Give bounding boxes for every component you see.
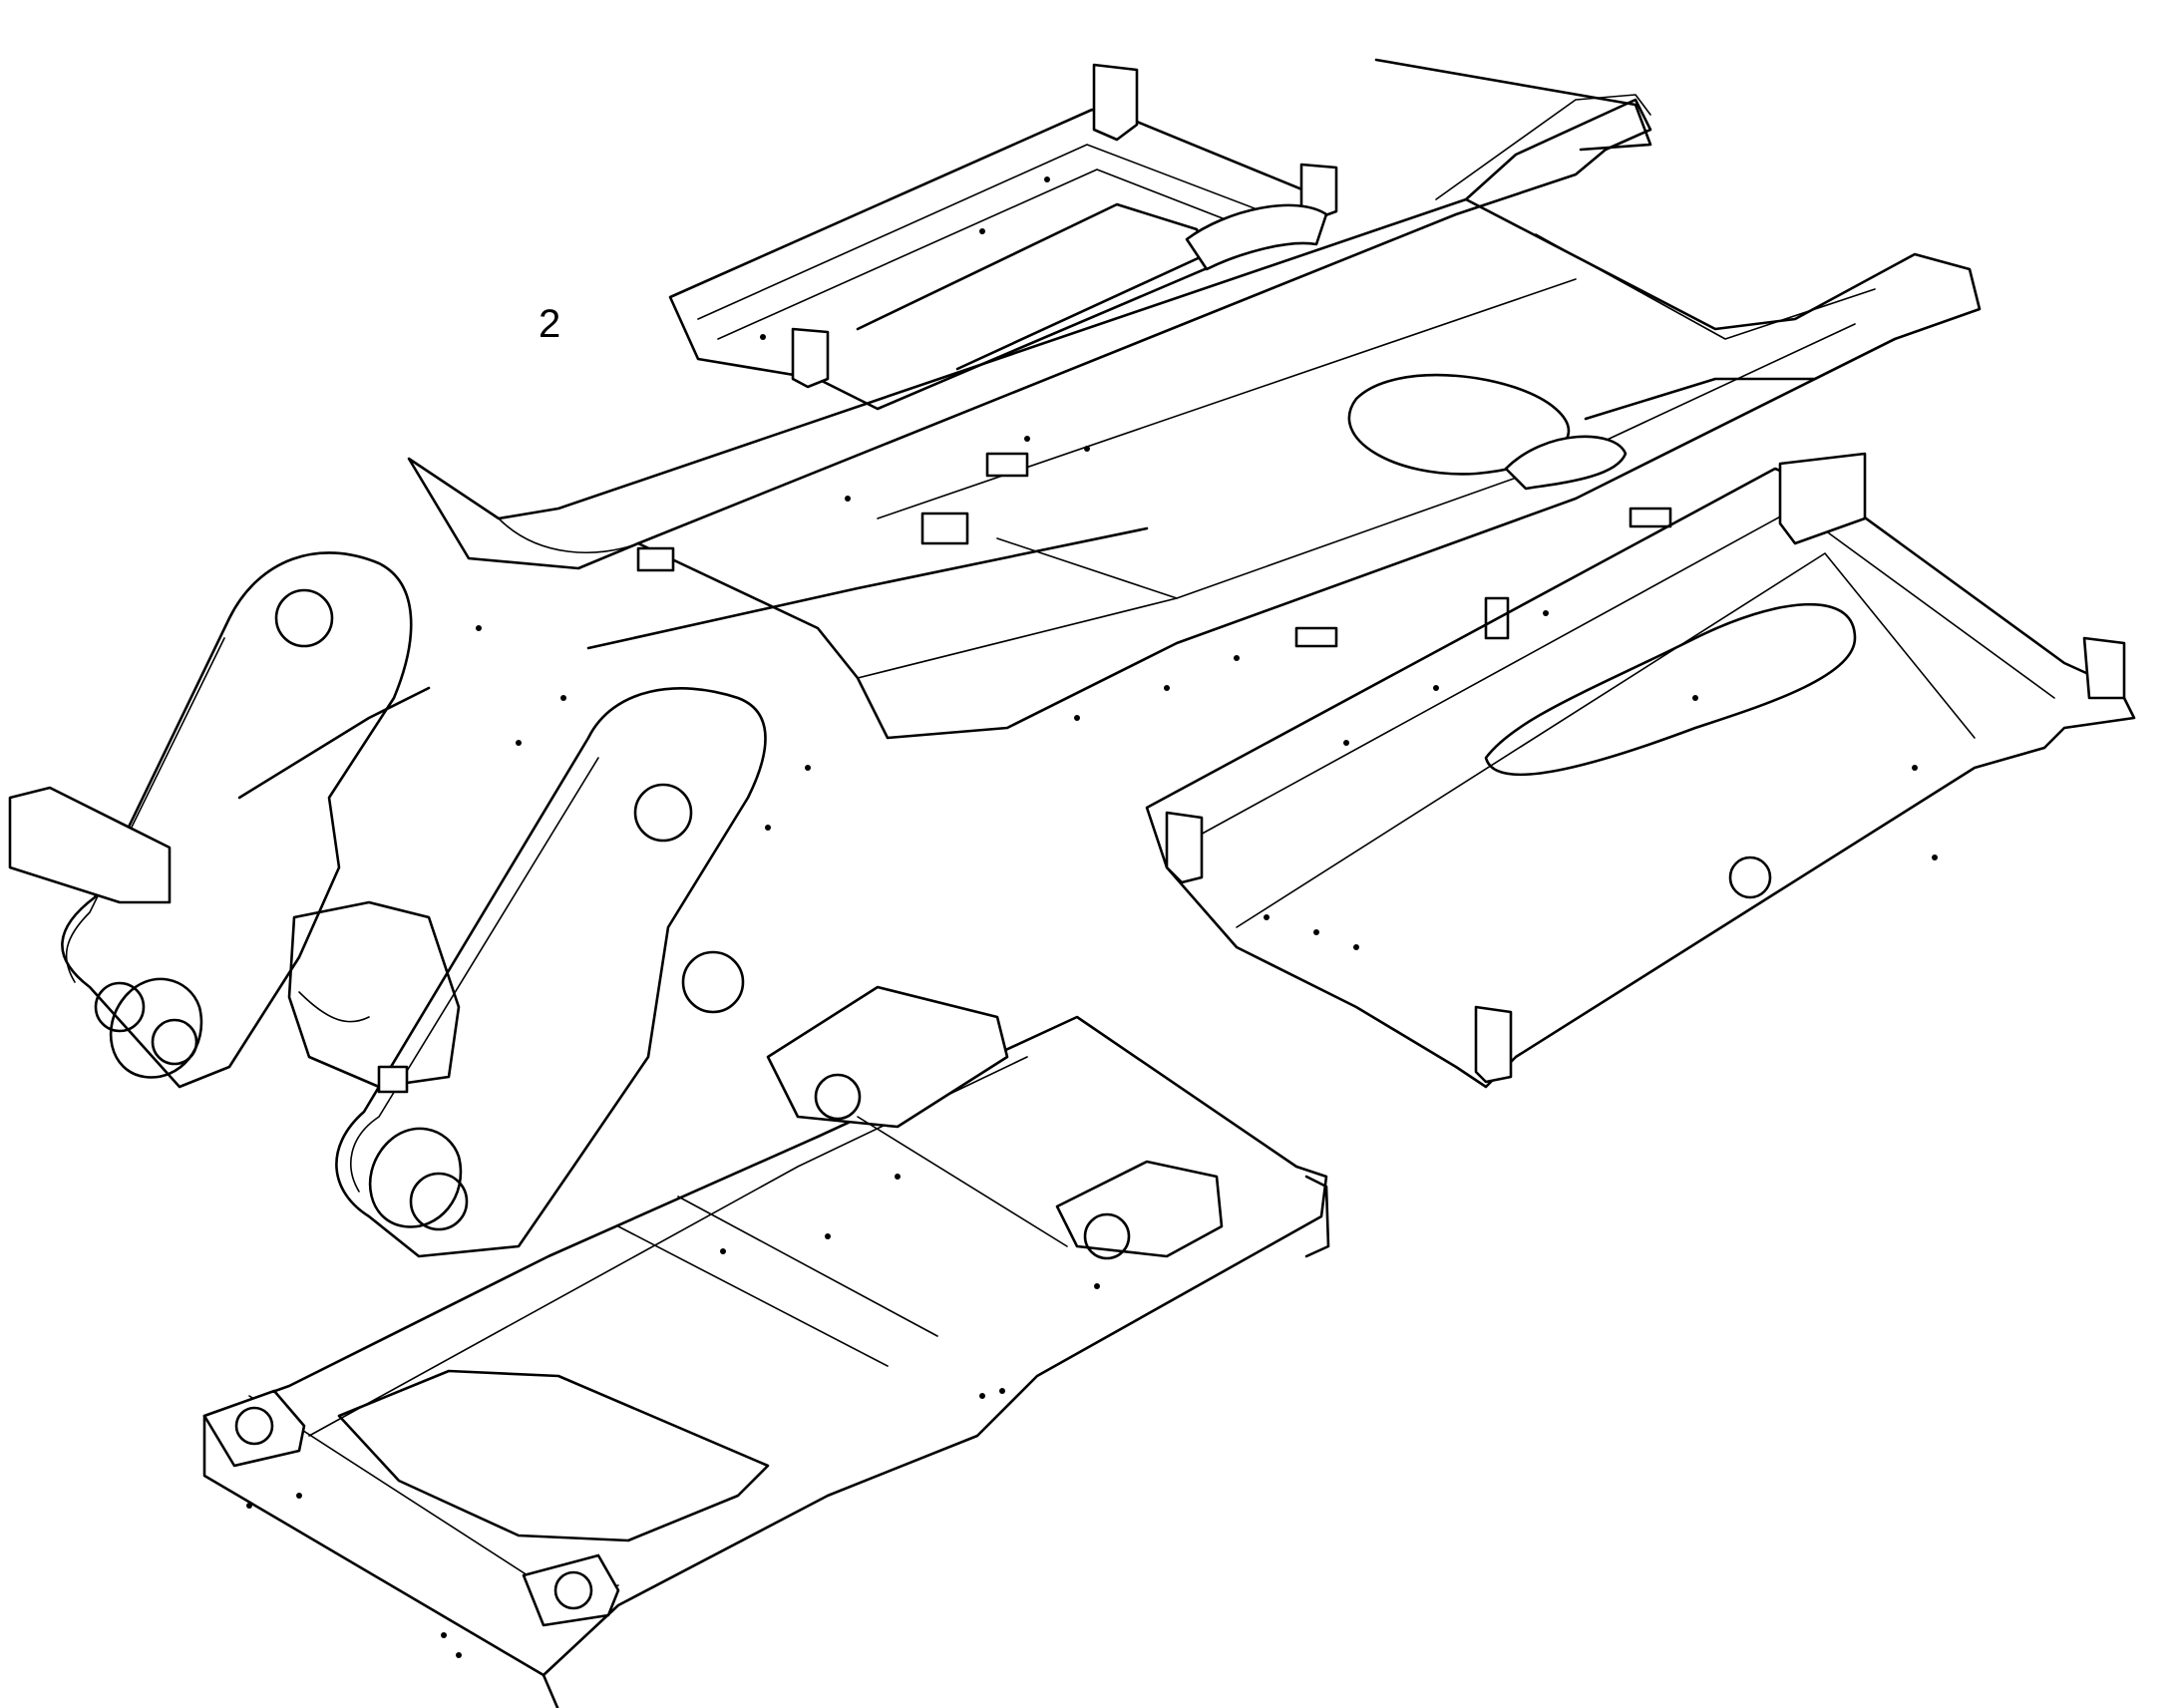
front-articulation-towers <box>8 551 811 1258</box>
rear-right-cradle <box>1145 452 2136 1089</box>
part-number-label: 2 <box>539 302 561 346</box>
rear-upper-subframe <box>668 63 1338 411</box>
front-lower-subframe <box>202 985 1330 1708</box>
main-longitudinal-frame <box>407 58 1982 746</box>
